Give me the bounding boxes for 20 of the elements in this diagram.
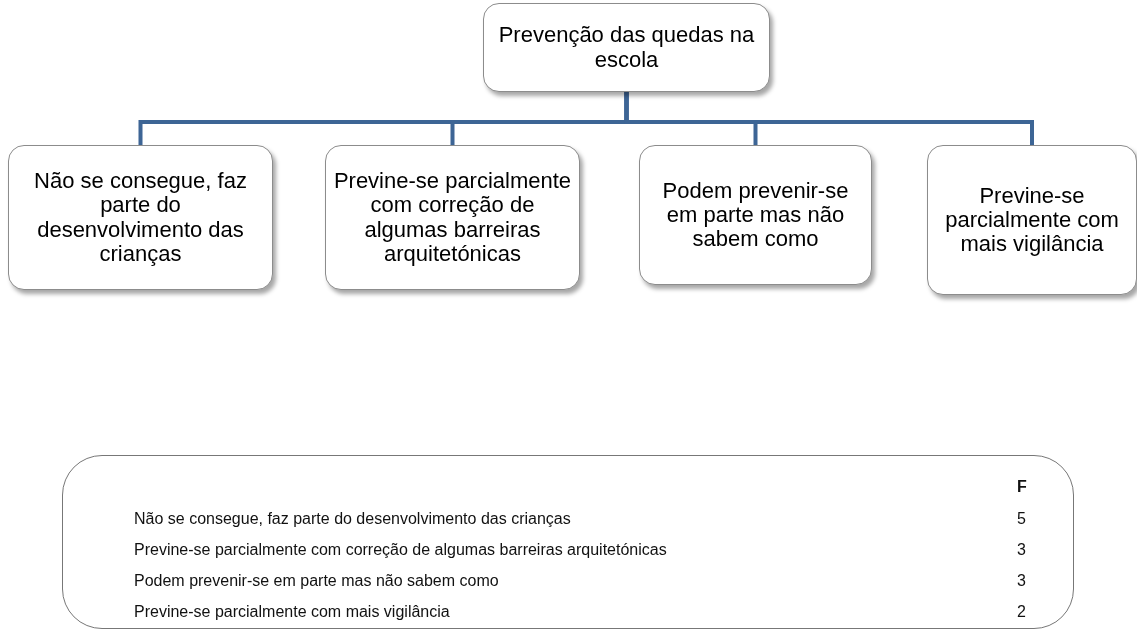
box-text: Podem prevenir-se em parte mas não sabem como <box>661 178 850 252</box>
category-box <box>8 145 273 290</box>
frequency-value: 3 <box>1017 541 1026 559</box>
frequency-value: 3 <box>1017 572 1026 590</box>
column-header: F <box>1017 478 1027 496</box>
box-text: Previne-se parcialmente com mais vigilância <box>944 183 1120 257</box>
table-row-text: Previne-se parcialmente com mais vigilância <box>134 603 450 621</box>
table-row-text: Podem prevenir-se em parte mas não sabem como <box>134 572 499 590</box>
category-box <box>927 145 1137 295</box>
connector-line <box>624 92 1034 145</box>
box-text: Não se consegue, faz parte do desenvolvimento das crianças <box>33 169 248 266</box>
table-row-text: Não se consegue, faz parte do desenvolvimento das crianças <box>134 510 571 528</box>
frequency-value: 5 <box>1017 510 1026 528</box>
box-text: Prevenção das quedas na escola <box>497 23 756 72</box>
table-row-text: Previne-se parcialmente com correção de algumas barreiras arquitetónicas <box>134 541 667 559</box>
box-text: Previne-se parcialmente com correção de algumas barreiras arquitetónicas <box>332 169 573 266</box>
category-box <box>325 145 580 290</box>
root-box <box>483 3 770 92</box>
category-box <box>639 145 872 285</box>
frequency-value: 2 <box>1017 603 1026 621</box>
